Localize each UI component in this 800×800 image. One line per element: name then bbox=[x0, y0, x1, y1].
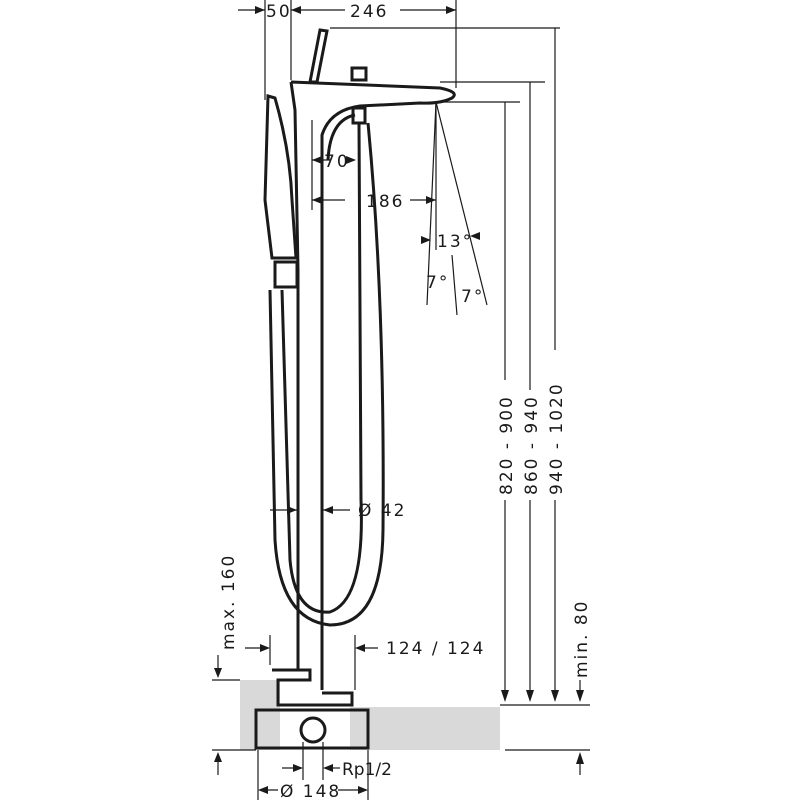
diverter-knob bbox=[350, 66, 368, 82]
dim-dia-148: Ø 148 bbox=[280, 782, 341, 800]
dim-124: 124 / 124 bbox=[386, 639, 485, 659]
dimension-arrows bbox=[214, 6, 584, 794]
hand-shower bbox=[263, 94, 298, 260]
dim-min-80: min. 80 bbox=[572, 600, 592, 679]
base-plate bbox=[272, 668, 354, 707]
floor-section bbox=[350, 707, 500, 750]
lever-handle bbox=[308, 28, 329, 84]
dim-rp-1-2: Rp1/2 bbox=[342, 760, 392, 780]
dim-dia-42: Ø 42 bbox=[358, 501, 406, 521]
installation-box bbox=[254, 708, 370, 750]
angle-7-b: 7° bbox=[461, 287, 484, 307]
dim-50: 50 bbox=[266, 2, 292, 22]
dim-820-900: 820 - 900 bbox=[497, 395, 517, 495]
water-inlet bbox=[299, 716, 327, 744]
dim-860-940: 860 - 940 bbox=[522, 395, 542, 495]
angle-7-a: 7° bbox=[426, 273, 449, 293]
dim-70: 70 bbox=[324, 152, 350, 172]
floor-section bbox=[240, 680, 280, 750]
dim-186: 186 bbox=[366, 192, 404, 212]
dim-max-160: max. 160 bbox=[219, 554, 239, 650]
shower-hose bbox=[280, 122, 363, 614]
dim-246: 246 bbox=[350, 2, 388, 22]
dimension-lines bbox=[212, 0, 590, 800]
shower-holder bbox=[273, 260, 299, 289]
angle-13: 13° bbox=[437, 232, 473, 252]
shower-hose-outer bbox=[268, 113, 385, 627]
dim-940-1020: 940 - 1020 bbox=[547, 382, 567, 495]
